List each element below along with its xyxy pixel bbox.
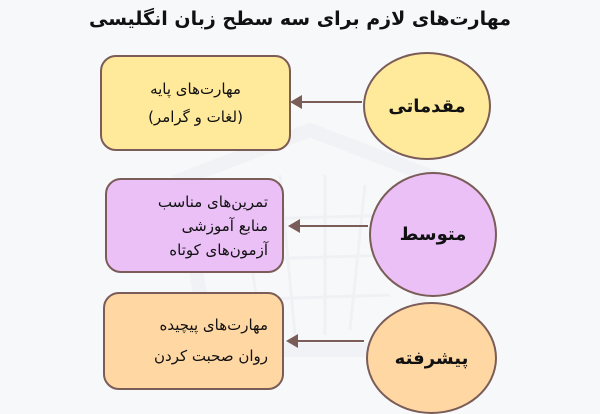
skill-text: (لغات و گرامر) <box>148 108 243 126</box>
advanced-skills-box: مهارت‌های پیچیده روان صحبت کردن <box>103 292 284 390</box>
skill-text: تمرین‌های مناسب <box>157 192 268 211</box>
arrow-left-icon <box>290 95 362 109</box>
skill-text: آزمون‌های کوتاه <box>169 240 268 259</box>
arrow-left-icon <box>288 219 368 233</box>
intermediate-level-circle: متوسط <box>369 172 497 297</box>
beginner-level-circle: مقدماتی <box>363 52 491 160</box>
level-label: متوسط <box>399 224 467 245</box>
skill-text: روان صحبت کردن <box>154 347 268 365</box>
beginner-skills-box: مهارت‌های پایه (لغات و گرامر) <box>100 55 291 151</box>
diagram-title: مهارت‌های لازم برای سه سطح زبان انگلیسی <box>88 8 512 30</box>
skill-text: مهارت‌های پایه <box>150 79 241 98</box>
skill-text: منابع آموزشی <box>181 216 268 235</box>
level-label: مقدماتی <box>388 95 466 117</box>
arrow-left-icon <box>286 334 364 348</box>
level-label: پیشرفته <box>394 347 469 369</box>
intermediate-skills-box: تمرین‌های مناسب منابع آموزشی آزمون‌های ک… <box>105 178 284 273</box>
skill-text: مهارت‌های پیچیده <box>159 315 268 334</box>
advanced-level-circle: پیشرفته <box>366 302 497 414</box>
